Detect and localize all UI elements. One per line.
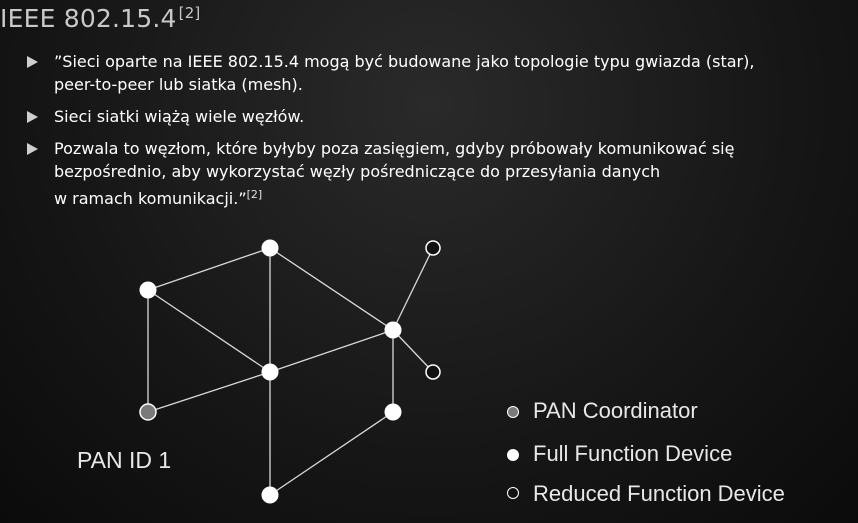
bullet-line: Pozwala to węzłom, które byłyby poza zas…	[54, 139, 735, 158]
legend-label: Reduced Function Device	[533, 481, 785, 506]
slide-title-text: IEEE 802.15.4	[0, 4, 177, 33]
network-link	[392, 247, 434, 331]
bullet-arrow-icon	[27, 56, 38, 68]
bullet-item: Sieci siatki wiążą wiele węzłów.	[27, 105, 837, 128]
slide-title: IEEE 802.15.4[2]	[0, 4, 201, 33]
bullet-line: peer-to-peer lub siatka (mesh).	[54, 75, 303, 94]
bullet-line: ”Sieci oparte na IEEE 802.15.4 mogą być …	[54, 52, 755, 71]
network-links	[147, 247, 434, 496]
bullet-arrow-icon	[27, 143, 38, 155]
network-nodes	[139, 239, 441, 504]
pan-coordinator-marker-icon	[507, 406, 519, 418]
legend-label: Full Function Device	[533, 441, 733, 466]
bullet-arrow-icon	[27, 111, 38, 123]
bullet-item: Pozwala to węzłom, które byłyby poza zas…	[27, 137, 837, 210]
full-function-marker-icon	[507, 449, 519, 461]
pan-id-label: PAN ID 1	[77, 447, 172, 473]
network-link	[392, 329, 434, 373]
network-link	[269, 411, 394, 496]
network-link	[147, 371, 271, 413]
network-link	[147, 289, 271, 373]
bullet-line: w ramach komunikacji.”	[54, 189, 247, 208]
bullet-line: bezpośrednio, aby wykorzystać węzły pośr…	[54, 162, 661, 181]
bullet-list: ”Sieci oparte na IEEE 802.15.4 mogą być …	[27, 50, 837, 219]
pan-coordinator-node	[139, 403, 157, 421]
network-link	[269, 329, 394, 373]
reduced-function-node	[425, 240, 441, 256]
full-function-node	[384, 321, 402, 339]
reduced-function-node	[425, 364, 441, 380]
bullet-reference: [2]	[246, 188, 263, 201]
full-function-node	[261, 486, 279, 504]
network-link	[269, 247, 394, 331]
reduced-function-marker-icon	[507, 487, 519, 499]
full-function-node	[261, 363, 279, 381]
legend-label: PAN Coordinator	[533, 398, 698, 423]
bullet-line: Sieci siatki wiążą wiele węzłów.	[54, 107, 305, 126]
slide-title-reference: [2]	[178, 4, 201, 22]
full-function-node	[139, 281, 157, 299]
full-function-node	[261, 239, 279, 257]
network-link	[147, 247, 271, 291]
bullet-item: ”Sieci oparte na IEEE 802.15.4 mogą być …	[27, 50, 837, 96]
full-function-node	[384, 403, 402, 421]
